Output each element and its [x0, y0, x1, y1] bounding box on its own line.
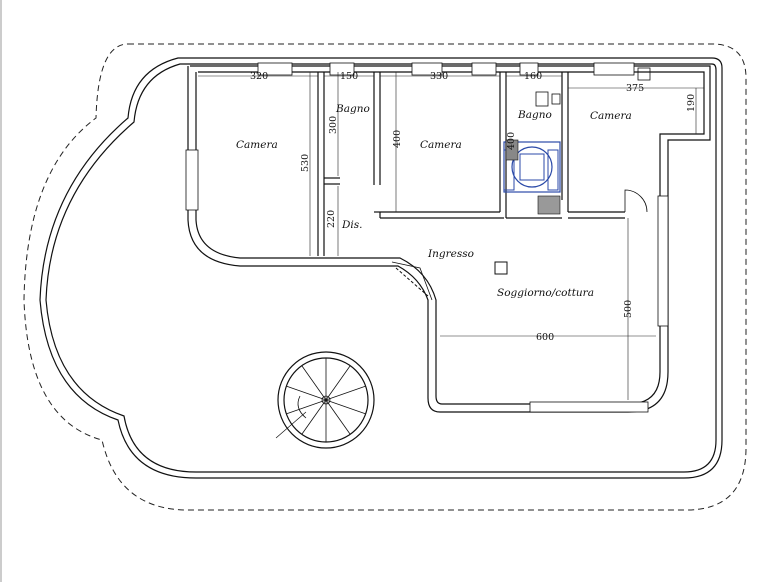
- building-inner-wall: [195, 71, 705, 405]
- terrace-parapet-inner: [45, 63, 717, 473]
- dim-375: 375: [626, 83, 644, 94]
- dim-500: 500: [623, 300, 634, 318]
- dim-150: 150: [340, 71, 358, 82]
- building-outer-wall: [187, 65, 711, 413]
- dimension-lines: [198, 72, 704, 400]
- dim-190: 190: [686, 94, 697, 112]
- windows-top: [257, 62, 635, 76]
- interior-walls: [317, 72, 625, 256]
- column: [494, 261, 508, 275]
- bathroom-fixtures: [503, 67, 651, 215]
- room-ingresso: Ingresso: [427, 248, 474, 260]
- room-dis: Dis.: [341, 219, 363, 231]
- dim-330: 330: [430, 71, 448, 82]
- terrace-outline: [23, 43, 747, 511]
- dim-600: 600: [536, 332, 554, 343]
- dim-530: 530: [300, 154, 311, 172]
- window-left: [185, 149, 199, 211]
- door-swings: [391, 189, 648, 301]
- spiral-staircase: [275, 351, 375, 449]
- room-soggiorno: Soggiorno/cottura: [497, 287, 594, 299]
- room-camera-right: Camera: [590, 110, 632, 122]
- dim-160: 160: [524, 71, 542, 82]
- window-right: [657, 195, 669, 327]
- dim-300: 300: [328, 116, 339, 134]
- room-camera-center: Camera: [420, 139, 462, 151]
- room-bagno-right: Bagno: [517, 109, 552, 121]
- window-bottom: [529, 401, 649, 413]
- dim-320: 320: [250, 71, 268, 82]
- dim-400-camera: 400: [392, 130, 403, 148]
- room-camera-left: Camera: [236, 139, 278, 151]
- terrace-parapet-outer: [39, 57, 723, 479]
- dim-220: 220: [326, 210, 337, 228]
- dim-400-bagno: 400: [506, 132, 517, 150]
- room-bagno-left: Bagno: [335, 103, 370, 115]
